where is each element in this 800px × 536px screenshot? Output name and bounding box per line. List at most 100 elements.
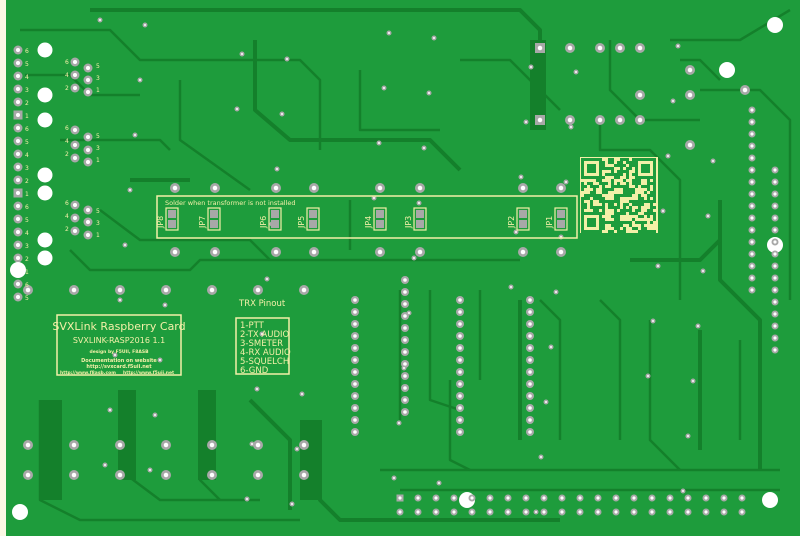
pad — [83, 230, 93, 240]
pad — [253, 440, 263, 450]
pad — [771, 238, 779, 246]
pad — [526, 320, 534, 328]
jumper-label: JP8 — [156, 216, 165, 229]
pad — [456, 428, 464, 436]
board-title: SVXLink Raspberry Card — [52, 320, 185, 333]
pad — [13, 240, 23, 250]
pin-number: 4 — [65, 72, 69, 79]
jumper-jp1: JP1 — [545, 207, 568, 231]
pad — [70, 140, 80, 150]
pad — [351, 296, 359, 304]
mounting-hole — [37, 112, 53, 128]
pad — [375, 247, 385, 257]
pin-number: 5 — [25, 139, 29, 146]
pad — [351, 320, 359, 328]
pad — [13, 162, 23, 172]
pad — [207, 440, 217, 450]
pad — [69, 470, 79, 480]
pad — [526, 332, 534, 340]
pad — [456, 320, 464, 328]
pad — [526, 368, 534, 376]
pin-number: 2 — [25, 100, 29, 107]
pad — [771, 346, 779, 354]
pin-number: 5 — [25, 61, 29, 68]
pad — [70, 226, 80, 236]
board-design: design by F5UII, F8ASB — [89, 349, 149, 355]
pad — [70, 213, 80, 223]
pad — [13, 136, 23, 146]
jumper-jp7: JP7 — [198, 207, 221, 231]
pad — [518, 247, 528, 257]
pad — [556, 247, 566, 257]
pad — [630, 494, 638, 502]
jumper-label: JP7 — [198, 216, 207, 229]
pad — [401, 384, 409, 392]
pad — [540, 508, 548, 516]
pad — [771, 274, 779, 282]
pad — [83, 217, 93, 227]
pad — [748, 274, 756, 282]
mounting-hole — [10, 262, 26, 278]
pad — [115, 440, 125, 450]
jumper-note: Solder when transformer is not installed — [165, 199, 296, 207]
pad — [556, 183, 566, 193]
pad — [351, 332, 359, 340]
trx-pin-4: 4-RX AUDIO — [240, 348, 291, 358]
pad — [70, 125, 80, 135]
pad — [486, 494, 494, 502]
pad — [83, 145, 93, 155]
pad — [69, 285, 79, 295]
pad — [526, 344, 534, 352]
pad — [748, 142, 756, 150]
pad — [518, 183, 528, 193]
mounting-hole — [37, 185, 53, 201]
pad — [23, 440, 33, 450]
pad — [748, 214, 756, 222]
pad — [685, 65, 695, 75]
jumper-jp4: JP4 — [364, 207, 387, 231]
jumper-label: JP2 — [507, 216, 516, 229]
pad — [648, 494, 656, 502]
jumper-jp3: JP3 — [404, 207, 427, 231]
pad — [13, 45, 23, 55]
trx-pinout-title: TRX Pinout — [238, 299, 286, 309]
pin-number: 3 — [25, 87, 29, 94]
doc-note: Documentation on website — [81, 358, 157, 364]
pad — [309, 247, 319, 257]
pad — [83, 205, 93, 215]
pad — [253, 285, 263, 295]
pad — [351, 404, 359, 412]
pin-number: 5 — [96, 133, 100, 140]
pad — [161, 440, 171, 450]
pad — [468, 494, 476, 502]
pad — [456, 368, 464, 376]
pad — [70, 200, 80, 210]
pin-number: 2 — [65, 85, 69, 92]
pad — [23, 285, 33, 295]
pad — [396, 508, 404, 516]
pad — [526, 308, 534, 316]
pad — [115, 470, 125, 480]
pad — [522, 508, 530, 516]
doc-url: http://svxcard.f5uii.net — [86, 364, 152, 370]
pin-number: 5 — [25, 217, 29, 224]
pad — [13, 279, 23, 289]
pad — [210, 183, 220, 193]
pad — [666, 494, 674, 502]
pad — [401, 348, 409, 356]
pad — [456, 296, 464, 304]
pin-number: 4 — [65, 213, 69, 220]
pad — [594, 494, 602, 502]
pad — [748, 118, 756, 126]
pad — [684, 494, 692, 502]
pad — [594, 508, 602, 516]
mounting-hole — [762, 492, 778, 508]
pad — [771, 250, 779, 258]
pin-number: 6 — [65, 200, 69, 207]
mounting-hole — [37, 232, 53, 248]
pad — [351, 308, 359, 316]
pin-number: 1 — [96, 157, 100, 164]
pin-number: 3 — [96, 220, 100, 227]
pad — [351, 380, 359, 388]
